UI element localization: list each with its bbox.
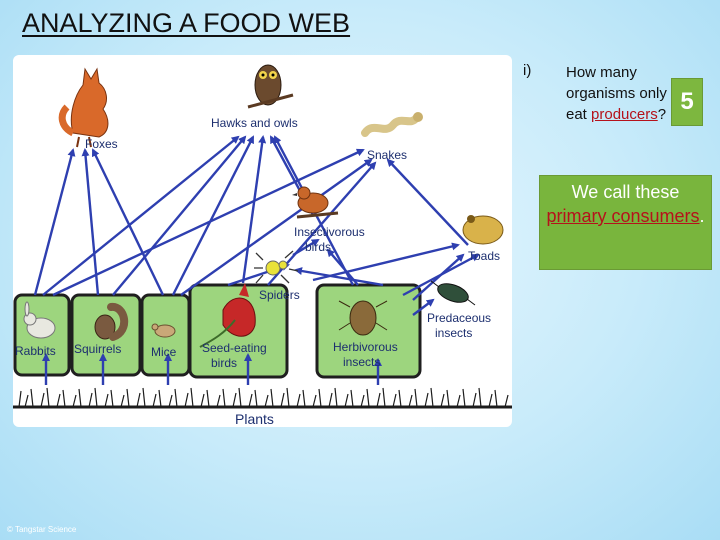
label-plants: Plants: [235, 411, 274, 427]
label-herbivorous: Herbivorous: [333, 340, 398, 354]
label-seed-eating-birds: birds: [211, 356, 237, 370]
squirrel-icon: [94, 303, 128, 341]
label-spiders: Spiders: [259, 288, 300, 302]
label-insectivorous: Insectivorous: [294, 225, 365, 239]
question-suffix: ?: [657, 106, 667, 123]
label-toads: Toads: [468, 249, 500, 263]
toad-icon: [462, 215, 504, 245]
note-line1: We call these: [571, 182, 680, 202]
label-predaceous-insects: insects: [435, 326, 472, 340]
owl-icon: [247, 64, 294, 109]
spider-icon: [254, 250, 299, 284]
note-line2: primary consumers.: [540, 204, 711, 228]
mouse-icon: [151, 323, 176, 338]
grass-strip: [13, 387, 512, 409]
label-hawks-owls: Hawks and owls: [211, 116, 298, 130]
food-web-arrows: [33, 135, 480, 385]
note-highlight: primary consumers: [546, 206, 700, 226]
fox-icon: [58, 67, 109, 148]
note-suffix: .: [699, 206, 705, 226]
question-body: How many organisms only eat: [566, 64, 667, 123]
predaceous-beetle-icon: [430, 280, 476, 306]
label-rabbits: Rabbits: [15, 344, 56, 358]
label-predaceous: Predaceous: [427, 311, 491, 325]
food-web-diagram: Hawks and owls Foxes Snakes Insectivorou…: [13, 55, 512, 427]
question-highlight: producers: [591, 106, 658, 123]
question-number: i): [523, 62, 532, 79]
label-insectivorous-birds: birds: [305, 240, 331, 254]
snake-icon: [361, 112, 423, 137]
herbivorous-beetle-icon: [338, 300, 388, 336]
primary-consumers-note: We call these primary consumers.: [539, 175, 712, 270]
food-web-svg: Hawks and owls Foxes Snakes Insectivorou…: [13, 64, 512, 427]
insectivorous-bird-icon: [292, 186, 339, 219]
label-herbivorous-insects: insects: [343, 355, 380, 369]
label-squirrels: Squirrels: [74, 342, 121, 356]
rabbit-icon: [23, 301, 56, 339]
label-foxes: Foxes: [85, 137, 118, 151]
cardinal-icon: [199, 283, 256, 348]
label-mice: Mice: [151, 345, 177, 359]
question-text: How many organisms only eat producers?: [566, 62, 676, 125]
label-seed-eating: Seed-eating: [202, 341, 267, 355]
label-snakes: Snakes: [367, 148, 407, 162]
slide-title: ANALYZING A FOOD WEB: [22, 8, 351, 38]
copyright-footer: © Tangstar Science: [7, 525, 77, 534]
answer-box: 5: [671, 78, 703, 126]
